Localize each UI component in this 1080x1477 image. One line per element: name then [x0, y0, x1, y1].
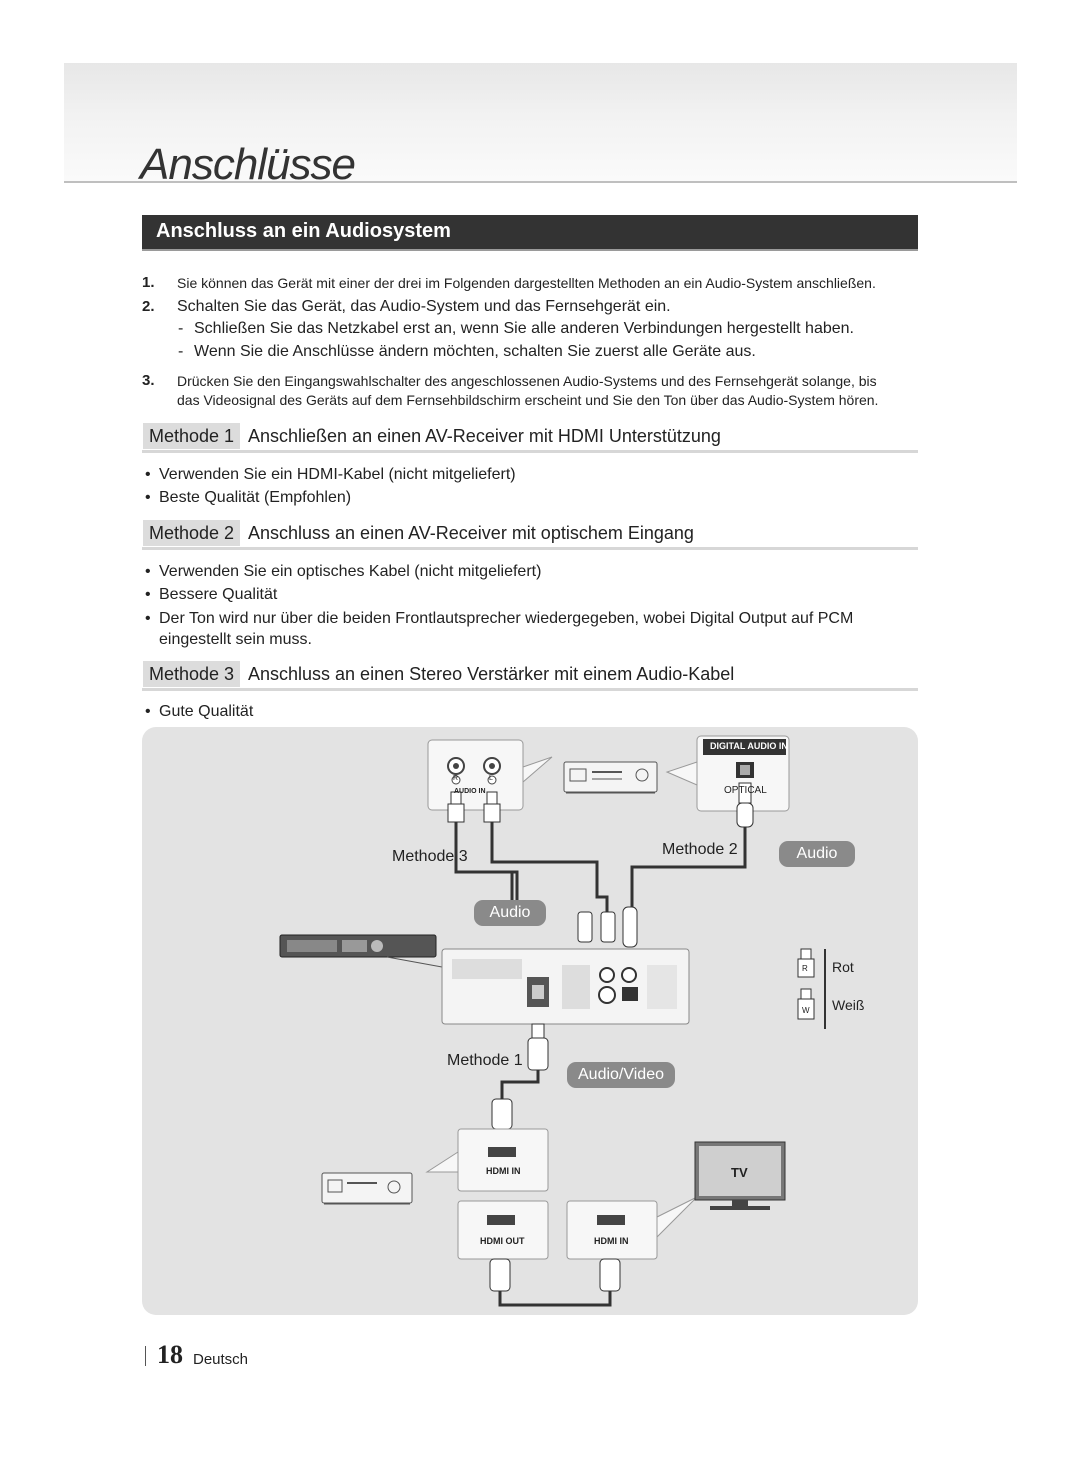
- bullet-dot: •: [145, 466, 151, 483]
- bullet-dot: •: [145, 610, 151, 627]
- bullet-dot: •: [145, 586, 151, 603]
- step-number: 1.: [142, 274, 155, 291]
- sub-step-text: Wenn Sie die Anschlüsse ändern möchten, …: [194, 343, 756, 360]
- rca-plugs-center: [577, 906, 638, 948]
- method-tag: Methode 1: [143, 423, 241, 449]
- section-bar: [142, 215, 918, 251]
- bullet-text: Der Ton wird nur über die beiden Frontla…: [159, 610, 854, 627]
- bullet-text: Beste Qualität (Empfohlen): [159, 489, 352, 506]
- step-text-cont: das Videosignal des Geräts auf dem Ferns…: [177, 392, 879, 408]
- step-text: Drücken Sie den Eingangswahlschalter des…: [177, 373, 877, 389]
- methode1-label: Methode 1: [447, 1052, 523, 1069]
- bullet-text-cont: eingestellt sein muss.: [159, 631, 312, 648]
- sub-step-dash: -: [178, 343, 184, 360]
- method-tag: Methode 2: [143, 520, 241, 546]
- method-title: Anschluss an einen Stereo Verstärker mit…: [248, 664, 735, 684]
- audio-in-label: AUDIO IN: [454, 788, 486, 795]
- digital-audio-in-panel: [665, 735, 790, 812]
- step-number: 3.: [142, 372, 155, 389]
- player-back-panel: [441, 948, 690, 1025]
- header-banner: [64, 63, 1017, 183]
- page-number: 18: [157, 1340, 183, 1369]
- cables: [454, 822, 747, 912]
- step-text: Schalten Sie das Gerät, das Audio-System…: [177, 298, 671, 315]
- tv-device: [694, 1141, 786, 1210]
- page-title: Anschlüsse: [140, 140, 356, 189]
- bullet-dot: •: [145, 563, 151, 580]
- audio-video-pill: Audio/Video: [567, 1062, 675, 1088]
- jack-r-label: R: [453, 775, 459, 782]
- section-title: Anschluss an ein Audiosystem: [156, 220, 451, 242]
- optical-plug: [736, 782, 754, 828]
- legend-w-letter: W: [802, 1006, 810, 1015]
- hdmi-cable-2: [489, 1258, 621, 1307]
- bullet-text: Bessere Qualität: [159, 586, 278, 603]
- connection-diagram: DIGITAL AUDIO IN OPTICAL AUDIO IN R L Me…: [142, 727, 918, 1315]
- step-number: 2.: [142, 298, 155, 315]
- legend-r-letter: R: [802, 964, 808, 973]
- bullet-text: Gute Qualität: [159, 703, 254, 720]
- tv-label: TV: [731, 1165, 748, 1180]
- hdmi-in-label: HDMI IN: [486, 1166, 521, 1176]
- hdmi-out-label: HDMI OUT: [480, 1236, 525, 1246]
- jack-l-label: L: [489, 775, 493, 782]
- hdmi-out-panel: [457, 1200, 549, 1260]
- legend-rot: Rot: [832, 959, 854, 975]
- bullet-text: Verwenden Sie ein HDMI-Kabel (nicht mitg…: [159, 466, 516, 483]
- receiver-top: [563, 761, 658, 794]
- hdmi-cable-1: [491, 1023, 549, 1144]
- footer-divider: [145, 1346, 146, 1366]
- methode2-label: Methode 2: [662, 841, 738, 858]
- legend-weiss: Weiß: [832, 997, 865, 1013]
- hdmi-in-panel-1: [425, 1128, 549, 1192]
- method-divider: [142, 547, 918, 550]
- hdmi-in-panel-2: [566, 1196, 698, 1260]
- bullet-dot: •: [145, 489, 151, 506]
- hdmi-in-label: HDMI IN: [594, 1236, 629, 1246]
- method-divider: [142, 688, 918, 691]
- receiver-bottom: [321, 1172, 413, 1205]
- method-tag: Methode 3: [143, 661, 241, 687]
- footer-language: Deutsch: [193, 1351, 249, 1368]
- method-divider: [142, 450, 918, 453]
- method-title: Anschließen an einen AV-Receiver mit HDM…: [248, 426, 721, 446]
- player-device: [279, 934, 443, 968]
- bullet-dot: •: [145, 703, 151, 720]
- step-text: Sie können das Gerät mit einer der drei …: [177, 275, 876, 291]
- diagram-svg: [279, 735, 826, 1307]
- method-title: Anschluss an einen AV-Receiver mit optis…: [248, 523, 694, 543]
- legend-plugs: [797, 948, 826, 1029]
- sub-step-text: Schließen Sie das Netzkabel erst an, wen…: [194, 320, 854, 337]
- digital-audio-in-label: DIGITAL AUDIO IN: [710, 741, 788, 751]
- methode3-label: Methode 3: [392, 848, 468, 865]
- sub-step-dash: -: [178, 320, 184, 337]
- audio-pill: Audio: [779, 841, 855, 867]
- bullet-text: Verwenden Sie ein optisches Kabel (nicht…: [159, 563, 542, 580]
- audio-pill: Audio: [474, 900, 546, 926]
- optical-label: OPTICAL: [724, 785, 767, 796]
